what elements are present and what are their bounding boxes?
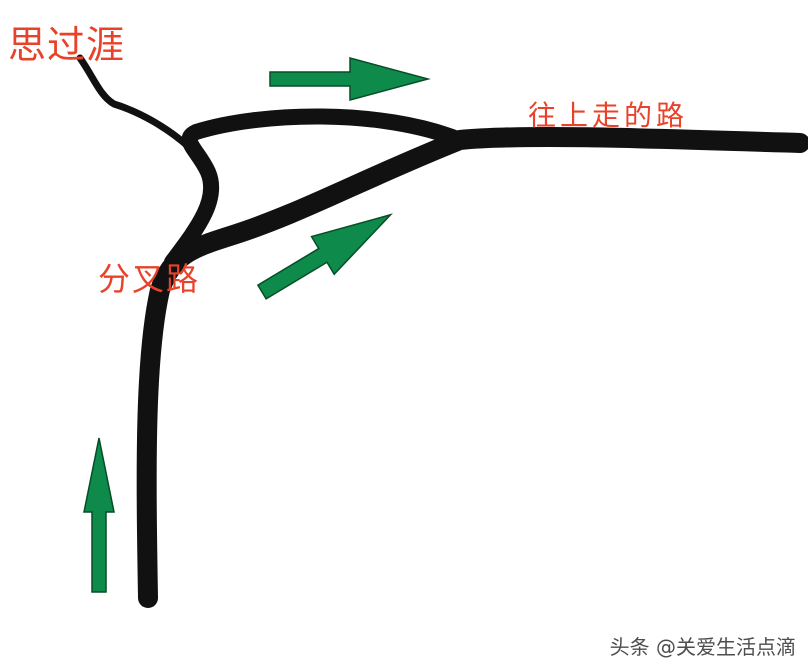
upward-road-label: 往上走的路 [528, 99, 689, 132]
main-road [136, 126, 808, 608]
top-left-label: 思过涯 [8, 23, 126, 67]
road-tail [455, 133, 807, 148]
arrow-up-icon [83, 437, 115, 593]
arrow-up-right-icon [256, 213, 393, 300]
cliff-path [76, 54, 194, 152]
fork-label: 分叉路 [98, 260, 201, 298]
watermark: 头条 @关爱生活点滴 [609, 635, 796, 659]
arrow-right-icon [269, 57, 431, 101]
upper-branch-road [164, 108, 468, 270]
